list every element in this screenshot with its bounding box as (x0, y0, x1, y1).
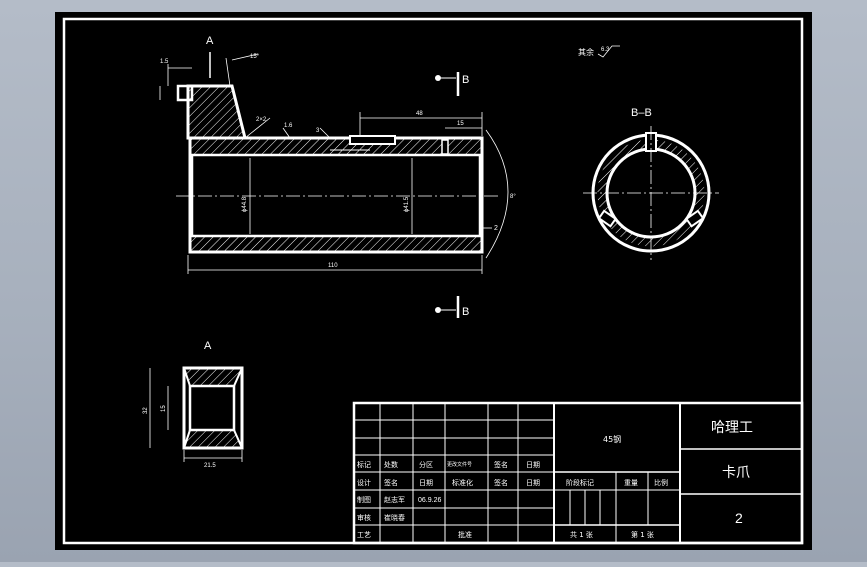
roughness-note: 其余 (578, 47, 594, 57)
section-bb-title: B–B (631, 107, 652, 119)
tb-h-review: 审核 (357, 513, 371, 522)
view-a-title: A (204, 340, 212, 352)
dim-overall: 110 (328, 263, 338, 269)
dim-a-inner: 15 (161, 405, 167, 412)
dim-15: 15 (457, 121, 464, 127)
view-a-label: A (206, 35, 214, 47)
main-section-view (159, 52, 509, 274)
section-mark-top (435, 72, 460, 96)
dim-chamfer: 2×2 (256, 117, 267, 123)
dim-inner-mid: ϕ41.5 (404, 196, 410, 212)
tb-h-mark: 标记 (357, 460, 371, 469)
tb-drawing-no: 2 (735, 510, 743, 526)
tb-h-stage-mark: 阶段标记 (566, 478, 594, 487)
tb-h-weight: 重量 (624, 479, 638, 487)
tb-h-sign3: 签名 (494, 478, 508, 487)
tb-material: 45钢 (603, 434, 621, 444)
section-mark-bottom (435, 296, 460, 318)
view-a (149, 366, 244, 462)
section-mark-top-label: B (462, 74, 469, 86)
drawing-sheet (55, 12, 812, 550)
tb-sheet-no: 第 1 张 (631, 530, 654, 539)
section-mark-bottom-label: B (462, 306, 469, 318)
tb-h-design: 设计 (357, 478, 371, 487)
tb-h-date2: 日期 (419, 479, 433, 487)
dim-groove: 1.6 (284, 123, 293, 129)
dim-top-len: 1.5 (160, 59, 169, 65)
title-block (352, 401, 804, 545)
roughness-value: 6.3 (601, 47, 610, 53)
tb-draw-date: 06.9.26 (418, 497, 441, 504)
tb-h-sign1: 签名 (494, 460, 508, 469)
tb-h-zone: 分区 (419, 460, 433, 469)
dim-angle: 15° (250, 54, 260, 60)
tb-h-scale: 比例 (654, 478, 668, 487)
dim-inner-left: ϕ44.8 (242, 196, 248, 212)
tb-h-process: 工艺 (357, 531, 371, 539)
dim-a-height: 32 (143, 407, 149, 414)
tb-draw-name: 赵志军 (384, 495, 405, 504)
tb-h-date3: 日期 (526, 479, 540, 487)
tb-part-name: 卡爪 (722, 465, 750, 481)
tb-h-sign2: 签名 (384, 478, 398, 487)
tb-h-change-doc: 更改文件号 (447, 461, 472, 468)
tb-total-sheets: 共 1 张 (570, 530, 593, 539)
tb-school: 哈理工 (711, 420, 753, 436)
dim-right-angle: 8° (510, 194, 516, 200)
dim-small-h: 3 (316, 128, 320, 134)
tb-review-name: 崔晓春 (384, 513, 405, 522)
dim-a-width: 21.5 (204, 463, 216, 469)
tb-h-count: 处数 (384, 460, 398, 469)
tb-h-approve: 批准 (458, 530, 472, 539)
section-bb-view (583, 126, 719, 260)
tb-h-standardize: 标准化 (452, 478, 473, 487)
dim-right-2: 2 (494, 225, 498, 232)
dim-48: 48 (416, 111, 423, 117)
tb-h-draw: 制图 (357, 495, 371, 504)
roughness-symbol (597, 45, 620, 58)
tb-h-date1: 日期 (526, 461, 540, 469)
